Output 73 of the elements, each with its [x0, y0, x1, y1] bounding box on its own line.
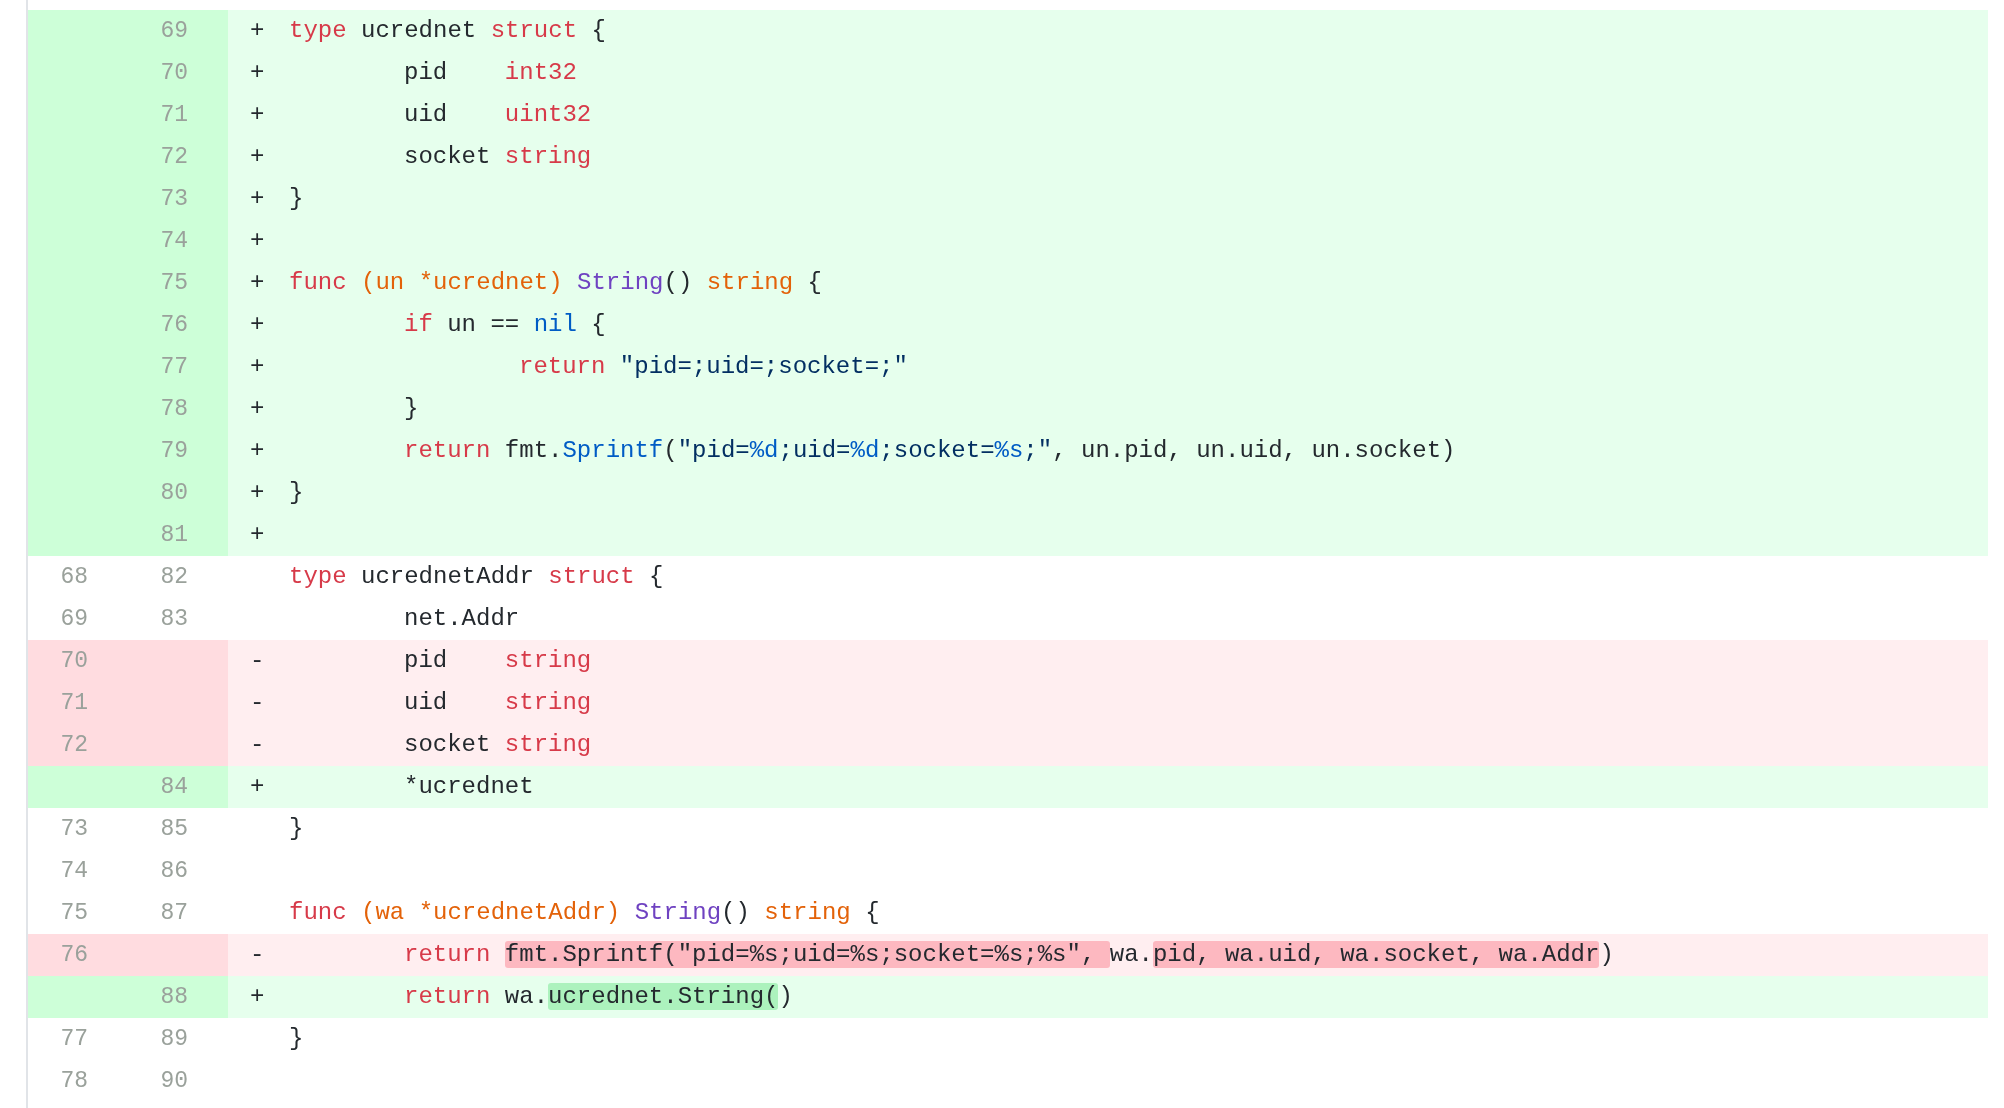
line-number: 82	[159, 563, 188, 592]
line-number: 88	[159, 983, 188, 1012]
line-number: 86	[159, 857, 188, 886]
code-line: if un == nil {	[404, 310, 606, 340]
code-line: *ucrednet	[404, 772, 534, 802]
line-number: 75	[59, 899, 88, 928]
addition-marker: +	[250, 520, 265, 550]
addition-marker: +	[250, 772, 265, 802]
addition-marker: +	[250, 478, 265, 508]
code-line: return fmt.Sprintf("pid=%d;uid=%d;socket=%s;", un.pid, un.uid, un.socket)	[404, 436, 1456, 466]
line-number: 69	[59, 605, 88, 634]
line-number: 70	[59, 647, 88, 676]
line-number: 76	[59, 941, 88, 970]
line-number: 73	[59, 815, 88, 844]
line-number: 76	[159, 311, 188, 340]
line-number: 87	[159, 899, 188, 928]
code-line: }	[404, 394, 419, 424]
line-number: 71	[159, 101, 188, 130]
line-number: 77	[159, 353, 188, 382]
code-line: }	[289, 814, 304, 844]
line-number: 74	[59, 857, 88, 886]
deletion-marker: -	[250, 730, 265, 760]
line-number: 78	[159, 395, 188, 424]
code-line: func (wa *ucrednetAddr) String() string {	[289, 898, 880, 928]
line-number: 70	[159, 59, 188, 88]
addition-marker: +	[250, 352, 265, 382]
code-line: pid int32	[404, 58, 577, 88]
addition-marker: +	[250, 184, 265, 214]
code-line: return "pid=;uid=;socket=;"	[519, 352, 908, 382]
code-line: }	[289, 184, 304, 214]
addition-marker: +	[250, 310, 265, 340]
line-number: 74	[159, 227, 188, 256]
addition-marker: +	[250, 226, 265, 256]
code-line: uid string	[404, 688, 592, 718]
addition-marker: +	[250, 394, 265, 424]
code-line: socket string	[404, 142, 592, 172]
line-number: 72	[59, 731, 88, 760]
line-number: 84	[159, 773, 188, 802]
addition-marker: +	[250, 58, 265, 88]
line-number: 71	[59, 689, 88, 718]
line-number: 69	[159, 17, 188, 46]
code-line: uid uint32	[404, 100, 592, 130]
line-number: 72	[159, 143, 188, 172]
code-line: func (un *ucrednet) String() string {	[289, 268, 822, 298]
code-line: type ucrednet struct {	[289, 16, 606, 46]
code-line: type ucrednetAddr struct {	[289, 562, 664, 592]
addition-marker: +	[250, 16, 265, 46]
code-line: }	[289, 1024, 304, 1054]
line-number: 75	[159, 269, 188, 298]
line-number: 83	[159, 605, 188, 634]
addition-marker: +	[250, 268, 265, 298]
line-number: 85	[159, 815, 188, 844]
addition-marker: +	[250, 142, 265, 172]
line-number: 77	[59, 1025, 88, 1054]
code-line: }	[289, 478, 304, 508]
addition-marker: +	[250, 982, 265, 1012]
line-number: 68	[59, 563, 88, 592]
line-number: 81	[159, 521, 188, 550]
code-line: return fmt.Sprintf("pid=%s;uid=%s;socket=%s;%s", wa.pid, wa.uid, wa.socket, wa.Addr)	[404, 940, 1614, 970]
line-number: 90	[159, 1067, 188, 1096]
line-number: 89	[159, 1025, 188, 1054]
line-number: 79	[159, 437, 188, 466]
line-number: 73	[159, 185, 188, 214]
addition-marker: +	[250, 436, 265, 466]
deletion-marker: -	[250, 688, 265, 718]
deletion-marker: -	[250, 646, 265, 676]
addition-marker: +	[250, 100, 265, 130]
deletion-marker: -	[250, 940, 265, 970]
line-number: 80	[159, 479, 188, 508]
code-line: pid string	[404, 646, 592, 676]
code-line: net.Addr	[404, 604, 520, 634]
line-number: 78	[59, 1067, 88, 1096]
code-line: socket string	[404, 730, 592, 760]
